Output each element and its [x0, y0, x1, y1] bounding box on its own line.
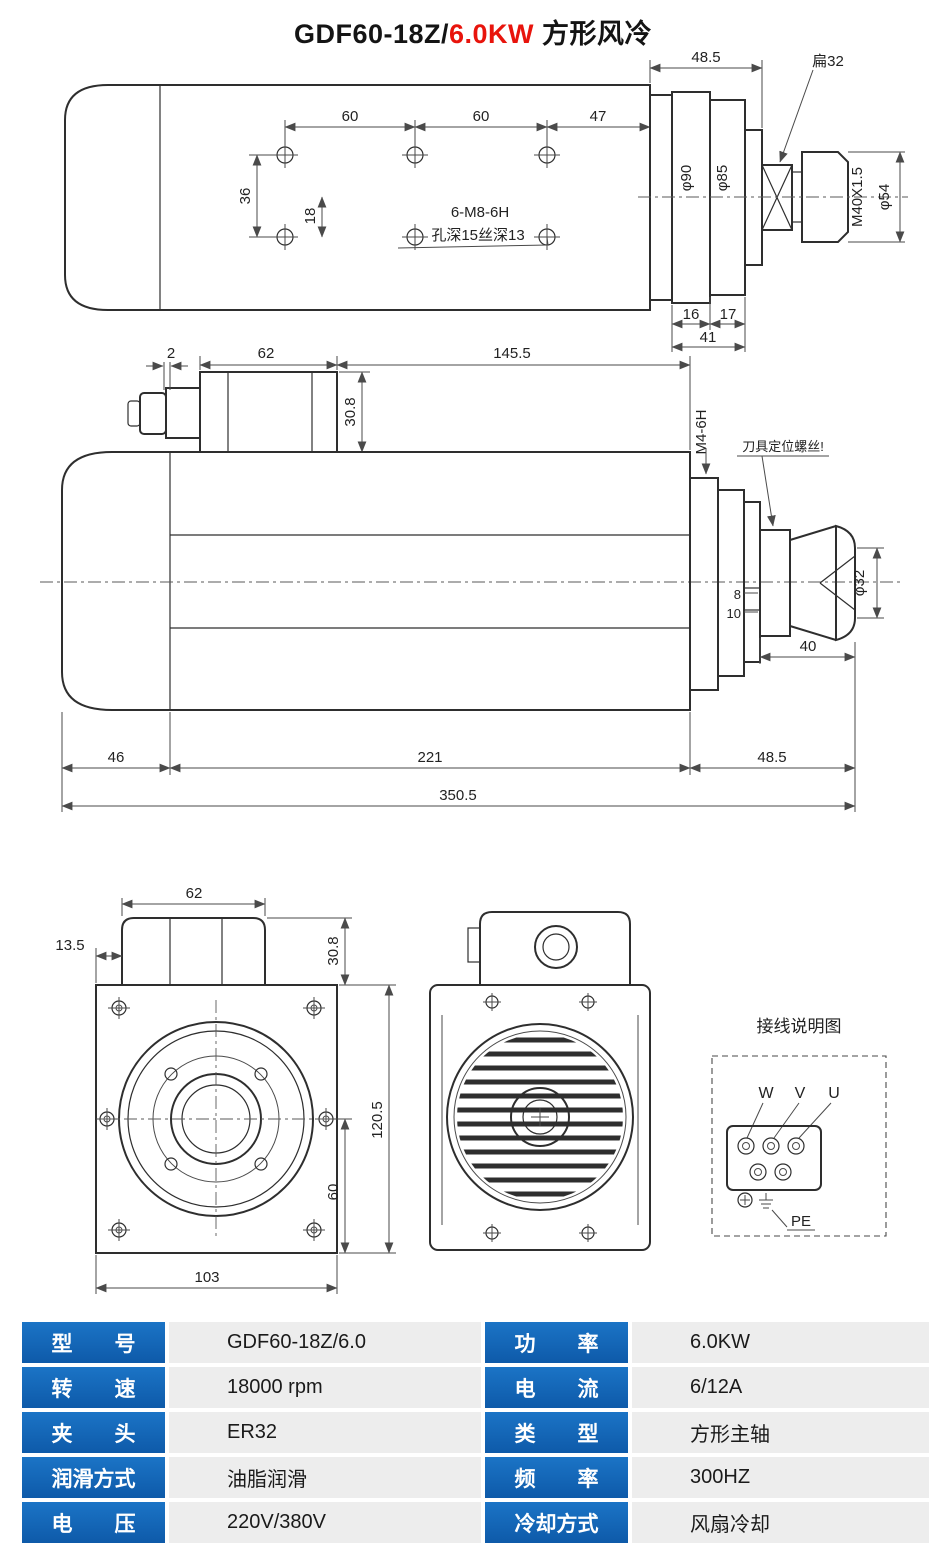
- dim-10: 10: [727, 606, 741, 621]
- spec-value-type: 方形主轴: [632, 1412, 929, 1453]
- spec-label-current: 电 流: [485, 1367, 628, 1408]
- wiring-title: 接线说明图: [757, 1017, 842, 1036]
- dim-62-side: 62: [258, 345, 275, 362]
- spec-label-model: 型 号: [22, 1322, 165, 1363]
- shaft-assembly-top: φ90 φ85 M40X1.5 φ54 48.5 扁32 16 17 41: [638, 49, 908, 352]
- dim-60a: 60: [342, 108, 359, 125]
- spec-value-voltage: 220V/380V: [169, 1502, 481, 1543]
- front-view-fan: [429, 911, 651, 1251]
- thread-note-line2: 孔深15丝深13: [431, 227, 524, 244]
- dim-60-front: 60: [325, 1184, 342, 1201]
- front-view-flange: 62 13.5 30.8 120.5 60: [55, 885, 396, 1294]
- spec-value-frequency: 300HZ: [632, 1457, 929, 1498]
- spec-label-type: 类 型: [485, 1412, 628, 1453]
- spec-value-collet: ER32: [169, 1412, 481, 1453]
- side-view-drawing: 2 62 145.5 30.8 M4-6H 刀具定位螺丝!: [40, 345, 900, 812]
- dim-16: 16: [683, 306, 700, 323]
- ground-symbol-icon: [737, 1192, 773, 1209]
- side-right-dimensions: M4-6H 刀具定位螺丝! 8 10 φ32 40: [693, 409, 884, 664]
- dim-47: 47: [590, 108, 607, 125]
- top-view-drawing: 60 60 47 36 18 6-M8-6H 孔深15丝深13 φ90 φ85 …: [64, 49, 908, 352]
- flat-note: 扁32: [812, 53, 844, 70]
- dim-41: 41: [700, 329, 717, 346]
- dim-485-top: 48.5: [691, 49, 720, 66]
- spec-value-lubrication: 油脂润滑: [169, 1457, 481, 1498]
- spec-value-current: 6/12A: [632, 1367, 929, 1408]
- dim-17: 17: [720, 306, 737, 323]
- dim-485-side: 48.5: [757, 749, 786, 766]
- dim-103: 103: [194, 1269, 219, 1286]
- wiring-label-v: V: [795, 1085, 806, 1102]
- dim-1205: 120.5: [369, 1101, 386, 1139]
- collet-assembly-side: [689, 477, 856, 691]
- terminal-box-side: [127, 371, 338, 453]
- dim-60b: 60: [473, 108, 490, 125]
- spec-value-speed: 18000 rpm: [169, 1367, 481, 1408]
- dim-phi90: φ90: [678, 165, 695, 191]
- spec-label-speed: 转 速: [22, 1367, 165, 1408]
- spec-value-cooling: 风扇冷却: [632, 1502, 929, 1543]
- dim-221: 221: [417, 749, 442, 766]
- wiring-label-w: W: [758, 1085, 774, 1102]
- dim-135: 13.5: [55, 937, 84, 954]
- title-model: GDF60-18Z/: [293, 19, 449, 49]
- spec-label-power: 功 率: [485, 1322, 628, 1363]
- spec-table: 型 号 GDF60-18Z/6.0 功 率 6.0KW 转 速 18000 rp…: [22, 1322, 929, 1543]
- dim-1455: 145.5: [493, 345, 531, 362]
- dim-36: 36: [237, 188, 254, 205]
- front-views-drawing: 62 13.5 30.8 120.5 60: [55, 885, 887, 1294]
- spec-label-lubrication: 润滑方式: [22, 1457, 165, 1498]
- spec-label-cooling: 冷却方式: [485, 1502, 628, 1543]
- dim-phi85: φ85: [714, 165, 731, 191]
- dim-m40: M40X1.5: [849, 167, 866, 227]
- spindle-body-side: [40, 451, 900, 711]
- side-top-dimensions: 2 62 145.5 30.8: [146, 345, 691, 453]
- dim-m4: M4-6H: [693, 409, 710, 454]
- top-dimensions: 60 60 47 36 18 6-M8-6H 孔深15丝深13: [237, 108, 651, 249]
- dim-308-front: 30.8: [325, 936, 342, 965]
- dim-40: 40: [800, 638, 817, 655]
- dim-2: 2: [167, 345, 175, 362]
- dim-8: 8: [734, 587, 741, 602]
- dim-46: 46: [108, 749, 125, 766]
- dim-3505: 350.5: [439, 787, 477, 804]
- dim-18: 18: [302, 208, 319, 225]
- thread-note-line1: 6-M8-6H: [451, 204, 509, 221]
- side-bottom-dimensions: 46 221 48.5 350.5: [61, 642, 856, 812]
- page-title: GDF60-18Z/6.0KW 方形风冷: [0, 12, 946, 51]
- title-type: 方形风冷: [534, 19, 653, 49]
- spec-label-collet: 夹 头: [22, 1412, 165, 1453]
- spec-value-model: GDF60-18Z/6.0: [169, 1322, 481, 1363]
- spec-label-frequency: 频 率: [485, 1457, 628, 1498]
- dim-phi32: φ32: [851, 570, 868, 596]
- dim-308-side: 30.8: [342, 397, 359, 426]
- wiring-diagram: 接线说明图 W V U PE: [711, 1017, 887, 1237]
- spec-label-voltage: 电 压: [22, 1502, 165, 1543]
- dim-phi54: φ54: [876, 184, 893, 210]
- spec-value-power: 6.0KW: [632, 1322, 929, 1363]
- title-power: 6.0KW: [449, 19, 535, 49]
- tool-screw-note: 刀具定位螺丝!: [742, 439, 824, 454]
- wiring-label-u: U: [828, 1085, 840, 1102]
- wiring-label-pe: PE: [791, 1213, 811, 1230]
- dim-62-front: 62: [186, 885, 203, 902]
